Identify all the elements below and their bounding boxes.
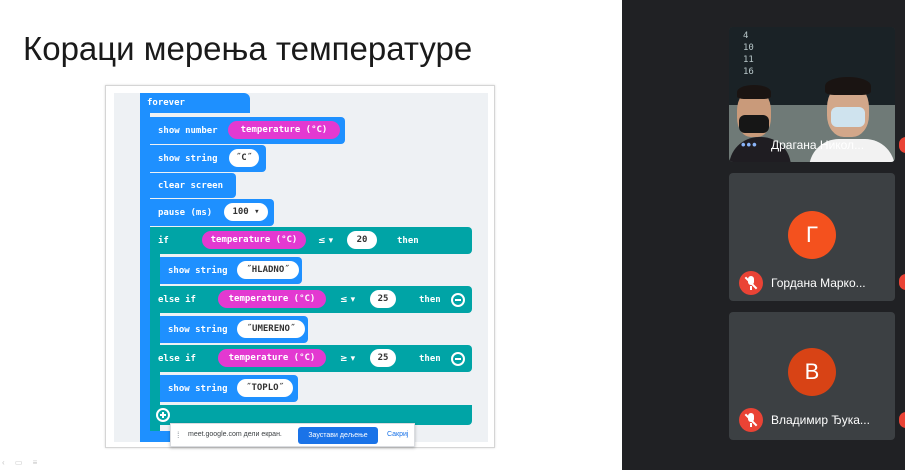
le-operator: ≤ ▾ — [318, 236, 334, 246]
string-hladno-value: ˝HLADNO˝ — [237, 261, 299, 279]
participant-name: Драгана Никол... — [771, 138, 865, 152]
then-label: then — [397, 236, 419, 246]
forever-header — [140, 93, 250, 113]
else-if-label: else if — [158, 295, 196, 305]
number-25: 25 — [370, 349, 396, 367]
string-toplo-value: ˝TOPLO˝ — [237, 379, 293, 397]
temperature-reporter: temperature (°C) — [218, 349, 326, 367]
participant-name: Владимир Ђука... — [771, 413, 870, 427]
participant-name: Гордана Марко... — [771, 276, 866, 290]
if-label: if — [158, 236, 169, 246]
string-c-value: ˝C˝ — [229, 149, 259, 167]
if-block — [150, 227, 472, 254]
number-20: 20 — [347, 231, 377, 249]
slide-nav-icons[interactable]: ‹ ▭ ≡ — [2, 458, 42, 467]
hide-button[interactable]: Сакриј — [387, 431, 409, 438]
forever-spine — [140, 113, 150, 442]
mic-off-icon — [739, 271, 763, 295]
else-if-label: else if — [158, 354, 196, 364]
participant-tile[interactable]: Г Гордана Марко... — [729, 173, 895, 301]
show-string-label: show string — [158, 154, 218, 164]
person-left-mask — [739, 115, 769, 133]
remove-else-if-icon[interactable] — [451, 352, 465, 366]
person-right-hair — [825, 77, 871, 95]
drag-handle-icon[interactable]: ⁞ — [177, 430, 180, 440]
temperature-reporter: temperature (°C) — [218, 290, 326, 308]
if-spine — [150, 254, 160, 434]
participant-tile-video[interactable]: 4 10 11 16 ••• Драгана Никол... — [729, 27, 895, 162]
if-footer — [150, 405, 472, 425]
participant-avatar: В — [788, 348, 836, 396]
clear-screen-block — [150, 173, 236, 198]
mic-off-icon — [899, 137, 905, 153]
makecode-screenshot: forever show number temperature (°C) sho… — [105, 85, 495, 448]
board-mark: 4 — [743, 31, 749, 41]
person-left-hair — [737, 85, 771, 99]
ge-operator: ≥ ▾ — [340, 354, 356, 364]
add-else-if-icon[interactable] — [156, 408, 170, 422]
clear-screen-label: clear screen — [158, 181, 224, 191]
participant-avatar: Г — [788, 211, 836, 259]
code-canvas: forever show number temperature (°C) sho… — [114, 93, 488, 442]
show-string-label: show string — [168, 266, 228, 276]
meet-participants-panel: 4 10 11 16 ••• Драгана Никол... Г Гордан… — [622, 0, 905, 470]
mic-off-icon — [739, 408, 763, 432]
presentation-slide: Кораци мерења температуре forever show n… — [2, 30, 495, 467]
person-right-mask — [831, 107, 865, 127]
show-number-label: show number — [158, 126, 218, 136]
stop-sharing-button[interactable]: Заустави дељење — [298, 427, 378, 444]
pause-value: 100 ▾ — [224, 203, 268, 221]
person-right-body — [809, 139, 895, 162]
then-label: then — [419, 354, 441, 364]
board-mark: 16 — [743, 67, 754, 77]
then-label: then — [419, 295, 441, 305]
participant-video: 4 10 11 16 — [729, 27, 895, 162]
mic-off-icon — [899, 412, 905, 428]
mic-off-icon — [899, 274, 905, 290]
forever-label: forever — [147, 98, 185, 108]
number-25: 25 — [370, 290, 396, 308]
share-message: meet.google.com дели екран. — [188, 431, 282, 438]
le-operator: ≤ ▾ — [340, 295, 356, 305]
board-mark: 11 — [743, 55, 754, 65]
forever-footer — [140, 431, 180, 442]
speaking-indicator-icon: ••• — [741, 137, 758, 152]
show-string-label: show string — [168, 325, 228, 335]
screen-share-bar: ⁞ meet.google.com дели екран. Заустави д… — [170, 423, 415, 447]
remove-else-if-icon[interactable] — [451, 293, 465, 307]
pause-label: pause (ms) — [158, 208, 213, 218]
temperature-reporter: temperature (°C) — [228, 121, 340, 139]
participant-tile[interactable]: В Владимир Ђука... — [729, 312, 895, 440]
show-string-label: show string — [168, 384, 228, 394]
slide-title: Кораци мерења температуре — [23, 30, 473, 67]
board-mark: 10 — [743, 43, 754, 53]
temperature-reporter: temperature (°C) — [202, 231, 306, 249]
string-umereno-value: ˝UMERENO˝ — [237, 320, 305, 338]
